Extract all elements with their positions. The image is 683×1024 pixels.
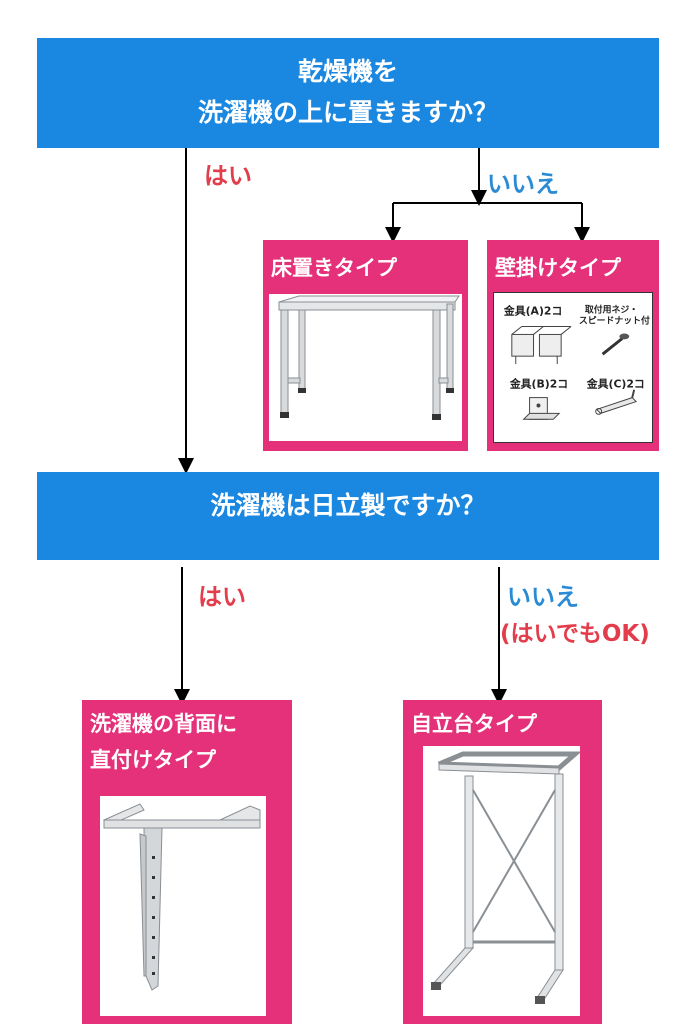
- q1-no-label: いいえ: [487, 170, 559, 198]
- wall-type-title: 壁掛けタイプ: [495, 256, 621, 280]
- bracket-a-icon: [511, 326, 572, 365]
- wall-type-card: 壁掛けタイプ 金具(A)2コ 取付用ネジ・ スピードナット付 金具(B)2コ 金…: [487, 240, 659, 451]
- direct-mount-card: 洗濯機の背面に 直付けタイプ: [82, 700, 292, 1024]
- wall-brackets-image: 金具(A)2コ 取付用ネジ・ スピードナット付 金具(B)2コ 金具(C)2コ: [493, 292, 653, 443]
- question-1-box: 乾燥機を 洗濯機の上に置きますか？: [37, 38, 659, 148]
- floor-stand-image: [269, 294, 462, 441]
- question-2-box: 洗濯機は日立製ですか？: [37, 472, 659, 560]
- bracket-c-icon: [595, 389, 638, 415]
- floor-type-title: 床置きタイプ: [271, 256, 397, 280]
- screw-label-1: 取付用ネジ・: [585, 304, 638, 316]
- question-2-line1: 洗濯機は日立製ですか？: [210, 491, 486, 520]
- part-b-label: 金具(B)2コ: [509, 377, 568, 391]
- floor-stand-illustration: [278, 295, 460, 420]
- bracket-b-icon: [522, 397, 561, 420]
- free-standing-image: [423, 746, 582, 1016]
- screw-label-2: スピードナット付: [579, 315, 650, 327]
- free-standing-title: 自立台タイプ: [411, 712, 537, 736]
- q2-no-note: (はいでもOK): [500, 621, 650, 647]
- question-1-line1: 乾燥機を: [297, 57, 398, 86]
- direct-mount-image: [100, 796, 266, 1016]
- screw-icon: [601, 333, 630, 356]
- part-c-label: 金具(C)2コ: [586, 377, 645, 391]
- direct-mount-title-2: 直付けタイプ: [90, 748, 216, 772]
- q2-yes-label: はい: [198, 583, 246, 611]
- part-a-label: 金具(A)2コ: [503, 304, 562, 318]
- question-1-line2: 洗濯機の上に置きますか？: [197, 98, 498, 127]
- direct-mount-title-1: 洗濯機の背面に: [90, 712, 237, 736]
- q2-no-label: いいえ: [507, 583, 579, 611]
- floor-type-card: 床置きタイプ: [263, 240, 468, 451]
- free-standing-card: 自立台タイプ: [403, 700, 602, 1024]
- q1-yes-label: はい: [204, 162, 252, 190]
